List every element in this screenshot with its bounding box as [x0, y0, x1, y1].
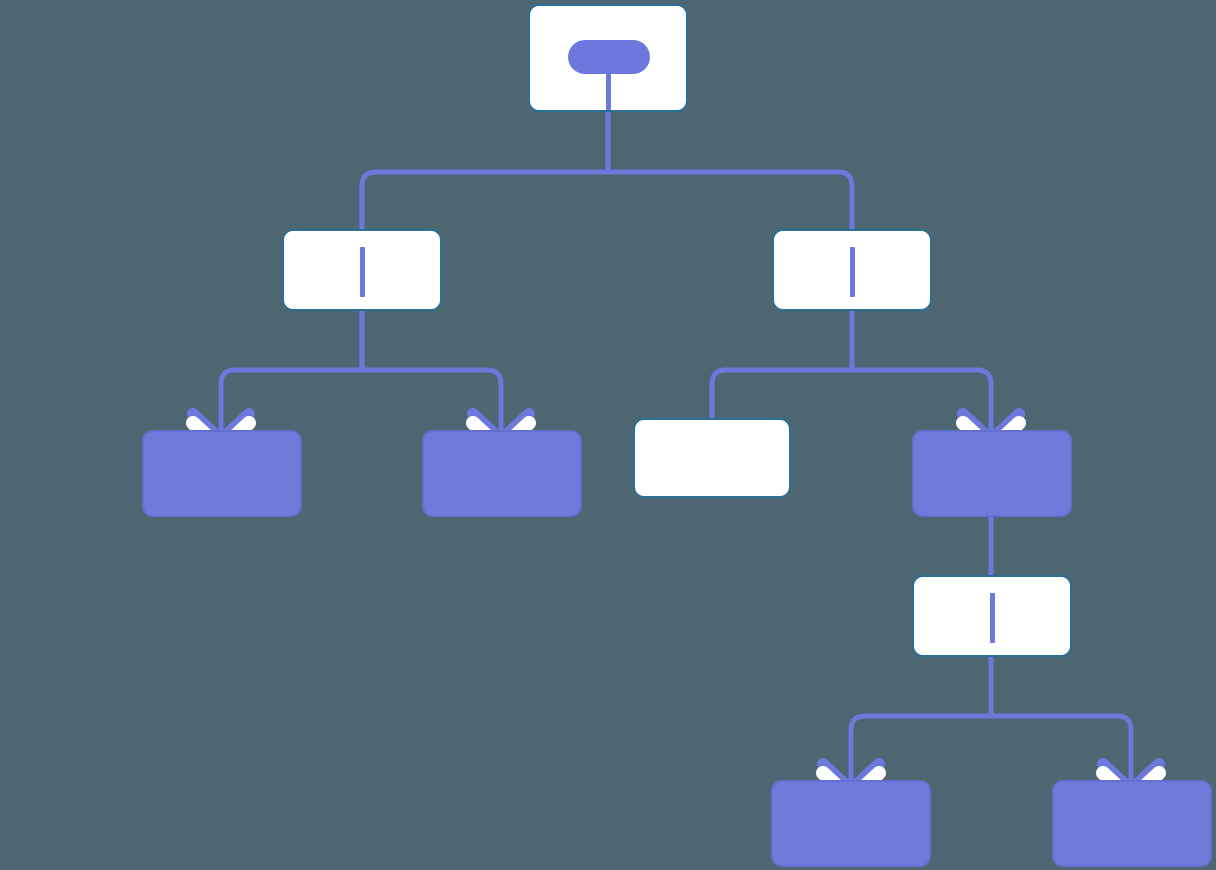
edge-right-deep [852, 367, 994, 432]
node-leaf-3[interactable] [633, 418, 791, 498]
edge-left-leaf1 [218, 367, 362, 432]
node-leaf-2[interactable] [422, 430, 582, 517]
edge-sub-leaf5 [991, 713, 1134, 782]
branch-left-inner-line [360, 247, 365, 297]
edge-sub-leaf4 [848, 713, 991, 782]
edge-bus1-right [608, 169, 855, 229]
node-branch-left[interactable] [282, 229, 442, 311]
edge-left-leaf2 [362, 367, 504, 432]
node-branch-right[interactable] [772, 229, 932, 311]
root-pill-icon [568, 40, 650, 74]
sub-branch-inner-line [990, 593, 995, 643]
node-branch-deep[interactable] [912, 430, 1072, 517]
node-sub-branch[interactable] [912, 575, 1072, 657]
node-root[interactable] [528, 4, 688, 112]
edge-bus1-left [359, 169, 608, 229]
node-leaf-1[interactable] [142, 430, 302, 517]
edge-right-leaf3 [709, 367, 852, 418]
node-leaf-4[interactable] [771, 780, 931, 867]
root-stem-segment [606, 74, 611, 110]
node-leaf-5[interactable] [1052, 780, 1212, 867]
branch-right-inner-line [850, 247, 855, 297]
